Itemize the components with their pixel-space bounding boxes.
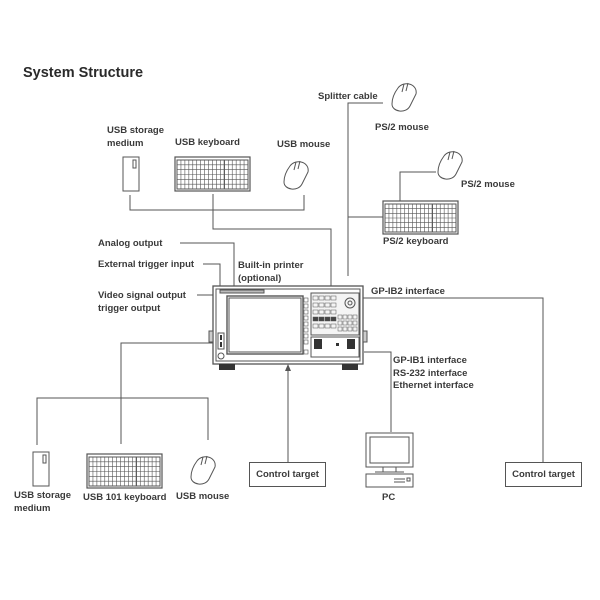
external-trigger-line <box>203 263 221 286</box>
usb-mouse-bottom-label: USB mouse <box>176 491 230 502</box>
gpib1-interface-label: GP-IB1 interface <box>393 355 467 366</box>
ps2-keyboard-to-mouse-line <box>399 171 436 201</box>
ps2-keyboard-label: PS/2 keyboard <box>383 236 449 247</box>
usb-mouse-top-icon <box>283 160 309 190</box>
usb-storage-bottom-label: USB storage medium <box>14 490 71 515</box>
page-title: System Structure <box>23 65 144 81</box>
usb-101-keyboard-label: USB 101 keyboard <box>83 492 167 503</box>
connection-lines <box>36 102 544 462</box>
builtin-printer-label-line2: (optional) <box>238 272 282 284</box>
usb-bottom-bus-line <box>36 397 209 445</box>
usb-top-bus-line <box>129 195 305 211</box>
usb-mouse-bottom-icon <box>190 455 216 485</box>
usb-keyboard-top-label: USB keyboard <box>175 137 240 148</box>
ps2-mouse-right-label: PS/2 mouse <box>461 179 515 190</box>
usb-keyboard-top-line <box>212 194 332 286</box>
ps2-mouse-top-icon <box>391 82 417 112</box>
usb-storage-top-icon <box>122 156 140 192</box>
control-target-right-box: Control target <box>505 462 582 487</box>
video-signal-output-label: Video signal output trigger output <box>98 290 186 315</box>
arrow-head-icon <box>285 364 291 371</box>
ps2-keyboard-icon <box>382 200 459 235</box>
gpib2-interface-label: GP-IB2 interface <box>371 286 445 297</box>
splitter-cable-line <box>347 102 383 276</box>
builtin-printer-label-line1: Built-in printer <box>238 260 304 271</box>
analog-output-line <box>180 242 235 286</box>
analog-output-label: Analog output <box>98 238 163 249</box>
pc-icon <box>365 432 414 488</box>
usb-storage-top-label-line1: USB storage <box>107 125 165 136</box>
splitter-cable-label: Splitter cable <box>318 91 378 102</box>
video-signal-output-label-line1: Video signal output <box>98 290 186 301</box>
ps2-mouse-top-label: PS/2 mouse <box>375 122 429 133</box>
usb-bottom-feed-line <box>120 342 213 444</box>
gpib1-line <box>364 351 392 432</box>
usb-storage-bottom-label-line1: USB storage <box>14 490 72 501</box>
instrument-icon <box>208 285 368 370</box>
usb-storage-top-label: USB storage medium <box>107 125 164 150</box>
usb-keyboard-top-icon <box>174 156 251 192</box>
pc-label: PC <box>382 492 396 503</box>
usb-storage-bottom-icon <box>32 451 50 487</box>
external-trigger-input-label: External trigger input <box>98 259 195 270</box>
ethernet-interface-label: Ethernet interface <box>393 380 474 391</box>
usb-101-keyboard-icon <box>86 453 163 489</box>
ps2-mouse-right-icon <box>437 150 463 180</box>
control-target-center-box: Control target <box>249 462 326 487</box>
usb-storage-bottom-label-line2: medium <box>14 502 51 514</box>
gpib2-line <box>363 297 544 462</box>
builtin-printer-label: Built-in printer (optional) <box>238 260 303 285</box>
video-signal-output-label-line2: trigger output <box>98 302 161 314</box>
rs232-interface-label: RS-232 interface <box>393 367 468 379</box>
interfaces-label: GP-IB1 interface RS-232 interface Ethern… <box>393 355 474 393</box>
usb-storage-top-label-line2: medium <box>107 137 144 149</box>
usb-mouse-top-label: USB mouse <box>277 139 331 150</box>
